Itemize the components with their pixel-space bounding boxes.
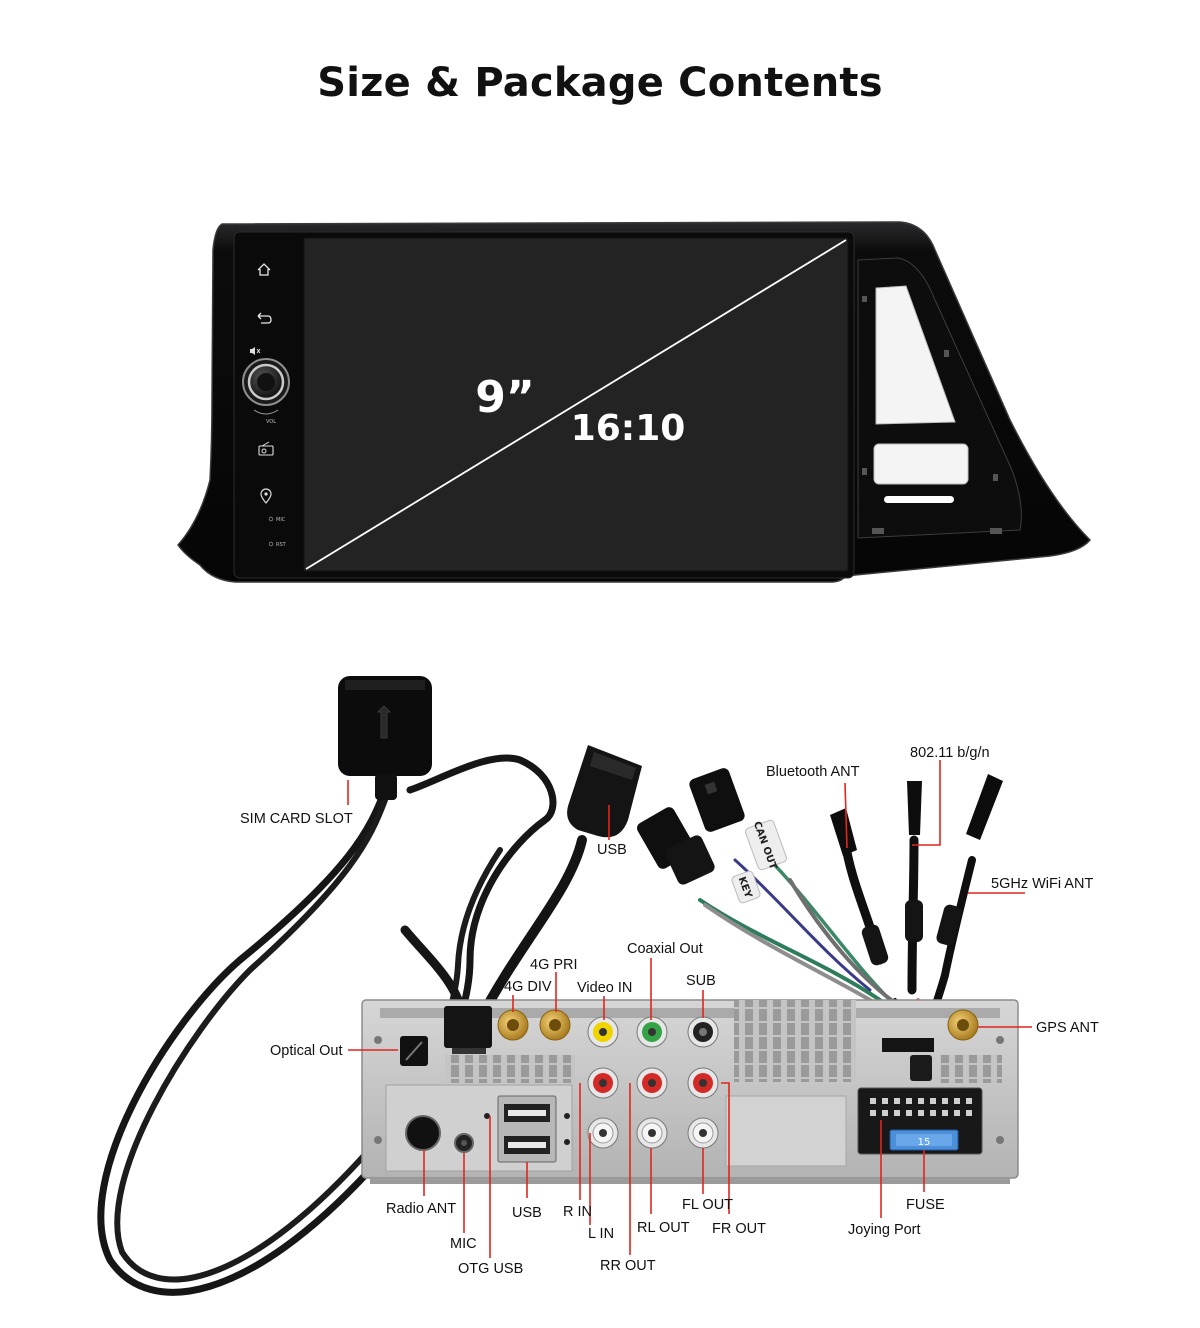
callout-labels: SIM CARD SLOT USB Bluetooth ANT 802.11 b… [240,745,1099,1277]
chassis-rear: 15 [361,999,1019,1184]
volume-knob-icon[interactable] [242,358,290,406]
trim-slot [884,496,954,503]
r-in-jack[interactable] [587,1067,619,1099]
4g-div-label: 4G DIV [504,979,552,995]
leader-lines [347,760,1032,1258]
mic-jack[interactable] [454,1133,474,1153]
video-in-label: Video IN [577,980,632,996]
fuse-value: 15 [918,1137,931,1148]
sub-jack[interactable] [687,1016,719,1048]
l-in-jack[interactable] [587,1117,619,1149]
reset-label: RST [276,542,287,548]
4g-pri-label: 4G PRI [530,957,578,973]
radio-icon[interactable] [258,441,274,456]
radio-ant-port[interactable] [405,1115,441,1151]
coaxial-out-label: Coaxial Out [627,941,703,957]
trim-panel [857,257,1022,539]
rr-out-jack[interactable] [636,1067,668,1099]
wifi-80211-label: 802.11 b/g/n [910,745,990,761]
bluetooth-ant-label: Bluetooth ANT [766,764,860,780]
fl-out-jack[interactable] [687,1117,719,1149]
sim-card-module [338,676,432,800]
coaxial-out-jack[interactable] [636,1016,668,1048]
sub-label: SUB [686,973,716,989]
antennas [830,774,1003,966]
rl-out-jack[interactable] [636,1117,668,1149]
fl-out-label: FL OUT [682,1197,733,1213]
screen-size-label: 9” [475,372,535,423]
mic-hole-icon [268,516,274,522]
fuse[interactable]: 15 [889,1129,959,1151]
trim-cutout-upper [875,285,956,425]
mute-icon[interactable] [250,347,261,355]
l-in-label: L IN [588,1226,614,1242]
sim-card-slot-label: SIM CARD SLOT [240,811,353,827]
usb-top-label: USB [597,842,627,858]
side-control-panel: VOL MIC RST [242,263,290,548]
aspect-ratio-label: 16:10 [571,408,686,449]
radio-ant-label: Radio ANT [386,1201,456,1217]
fr-out-jack[interactable] [687,1067,719,1099]
usb-bottom-label: USB [512,1205,542,1221]
4g-pri-connector[interactable] [539,1009,571,1041]
4g-div-connector[interactable] [497,1009,529,1041]
back-icon[interactable] [257,312,272,324]
usb-ports[interactable] [497,1095,557,1163]
mic-label: MIC [276,517,286,523]
gps-ant-label: GPS ANT [1036,1020,1099,1036]
rl-out-label: RL OUT [637,1220,690,1236]
home-icon[interactable] [257,263,271,276]
harness-connectors: CAN OUT KEY [637,768,787,904]
optical-out-label: Optical Out [270,1043,343,1059]
usb-cable-connector [567,745,642,838]
location-icon[interactable] [260,488,272,504]
video-in-jack[interactable] [587,1016,619,1048]
gps-ant-connector[interactable] [947,1009,979,1041]
fuse-label: FUSE [906,1197,945,1213]
joying-port-label: Joying Port [848,1222,921,1238]
reset-button-icon[interactable] [268,541,274,547]
fr-out-label: FR OUT [712,1221,766,1237]
rr-out-label: RR OUT [600,1258,656,1274]
volume-label: VOL [266,419,276,425]
screen-diagonal [305,239,847,570]
head-unit: 9” 16:10 VOL [177,221,1092,583]
page-title: Size & Package Contents [317,60,883,106]
r-in-label: R IN [563,1204,592,1220]
trim-cutout-middle [873,443,969,485]
wifi-5ghz-label: 5GHz WiFi ANT [991,876,1093,892]
otg-usb-label: OTG USB [458,1261,523,1277]
mic-port-label: MIC [450,1236,477,1252]
